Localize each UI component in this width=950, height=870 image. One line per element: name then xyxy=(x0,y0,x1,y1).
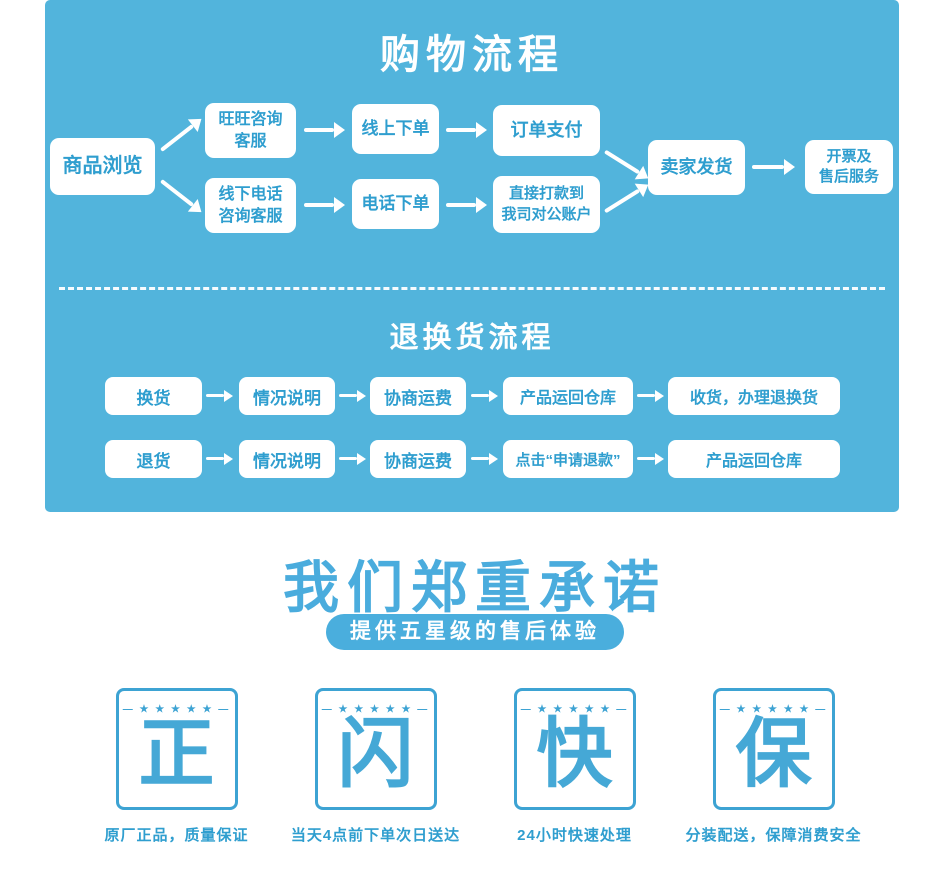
stamp-character: 快 xyxy=(536,712,613,797)
arrow-right-icon xyxy=(471,457,489,460)
shopping-process-panel: 购物流程 商品浏览 旺旺咨询 客服 线下电话 咨询客服 线上下单 电话下单 订单… xyxy=(45,0,899,512)
arrow-right-icon xyxy=(637,457,655,460)
arrow-up-right-icon xyxy=(603,188,641,214)
flow-node-invoice: 开票及 售后服务 xyxy=(805,140,893,194)
shopping-flow-title: 购物流程 xyxy=(380,33,564,77)
flow-node-browse: 商品浏览 xyxy=(50,138,155,195)
return-node: 收货，办理退换货 xyxy=(668,377,840,415)
stamp-box: — ★ ★ ★ ★ ★ — 快 xyxy=(513,688,636,810)
stamp-fast-service: — ★ ★ ★ ★ ★ — 快 24小时快速处理 xyxy=(475,688,674,845)
arrow-right-icon xyxy=(446,128,476,132)
stamp-character: 闪 xyxy=(337,712,414,797)
arrow-right-icon xyxy=(339,457,357,460)
five-stars-icon: — ★ ★ ★ ★ ★ — xyxy=(122,704,231,715)
arrow-up-right-icon xyxy=(160,124,194,152)
flow-node-direct-pay: 直接打款到 我司对公账户 xyxy=(493,176,600,233)
return-node: 产品运回仓库 xyxy=(503,377,633,415)
arrow-down-right-icon xyxy=(603,149,641,175)
promise-stamps-row: — ★ ★ ★ ★ ★ — 正 原厂正品，质量保证 — ★ ★ ★ ★ ★ — … xyxy=(0,688,950,845)
flow-node-wangwang: 旺旺咨询 客服 xyxy=(205,103,296,158)
flow-node-offline-phone: 线下电话 咨询客服 xyxy=(205,178,296,233)
dashed-divider xyxy=(59,287,885,290)
arrow-right-icon xyxy=(206,394,224,397)
stamp-box: — ★ ★ ★ ★ ★ — 正 xyxy=(115,688,238,810)
stamp-caption: 分装配送，保障消费安全 xyxy=(685,827,862,844)
stamp-flash-delivery: — ★ ★ ★ ★ ★ — 闪 当天4点前下单次日送达 xyxy=(276,688,475,845)
return-node: 情况说明 xyxy=(239,440,335,478)
flow-node-seller-ship: 卖家发货 xyxy=(648,140,745,195)
arrow-right-icon xyxy=(304,128,334,132)
return-node: 换货 xyxy=(105,377,202,415)
stamp-guarantee: — ★ ★ ★ ★ ★ — 保 分装配送，保障消费安全 xyxy=(674,688,873,845)
arrow-right-icon xyxy=(446,203,476,207)
flow-node-phone-order: 电话下单 xyxy=(352,179,439,229)
return-node: 协商运费 xyxy=(370,440,466,478)
arrow-right-icon xyxy=(471,394,489,397)
return-node: 产品运回仓库 xyxy=(668,440,840,478)
return-node: 退货 xyxy=(105,440,202,478)
return-node: 情况说明 xyxy=(239,377,335,415)
stamp-genuine: — ★ ★ ★ ★ ★ — 正 原厂正品，质量保证 xyxy=(77,688,276,845)
return-node: 协商运费 xyxy=(370,377,466,415)
promise-title: 我们郑重承诺 xyxy=(283,556,667,619)
return-flow-title: 退换货流程 xyxy=(389,322,555,354)
promise-subtitle-badge: 提供五星级的售后体验 xyxy=(326,614,624,650)
five-stars-icon: — ★ ★ ★ ★ ★ — xyxy=(321,704,430,715)
flow-node-online-order: 线上下单 xyxy=(352,104,439,154)
arrow-right-icon xyxy=(637,394,655,397)
arrow-right-icon xyxy=(304,203,334,207)
return-node: 点击“申请退款” xyxy=(503,440,633,478)
stamp-caption: 原厂正品，质量保证 xyxy=(104,827,249,844)
stamp-box: — ★ ★ ★ ★ ★ — 闪 xyxy=(314,688,437,810)
stamp-character: 正 xyxy=(138,712,215,797)
arrow-down-right-icon xyxy=(160,179,194,207)
five-stars-icon: — ★ ★ ★ ★ ★ — xyxy=(520,704,629,715)
stamp-caption: 24小时快速处理 xyxy=(517,827,632,844)
stamp-box: — ★ ★ ★ ★ ★ — 保 xyxy=(712,688,835,810)
arrow-right-icon xyxy=(339,394,357,397)
five-stars-icon: — ★ ★ ★ ★ ★ — xyxy=(719,704,828,715)
arrow-right-icon xyxy=(206,457,224,460)
stamp-caption: 当天4点前下单次日送达 xyxy=(290,827,461,844)
flow-node-order-pay: 订单支付 xyxy=(493,105,600,156)
arrow-right-icon xyxy=(752,165,784,169)
stamp-character: 保 xyxy=(735,712,812,797)
